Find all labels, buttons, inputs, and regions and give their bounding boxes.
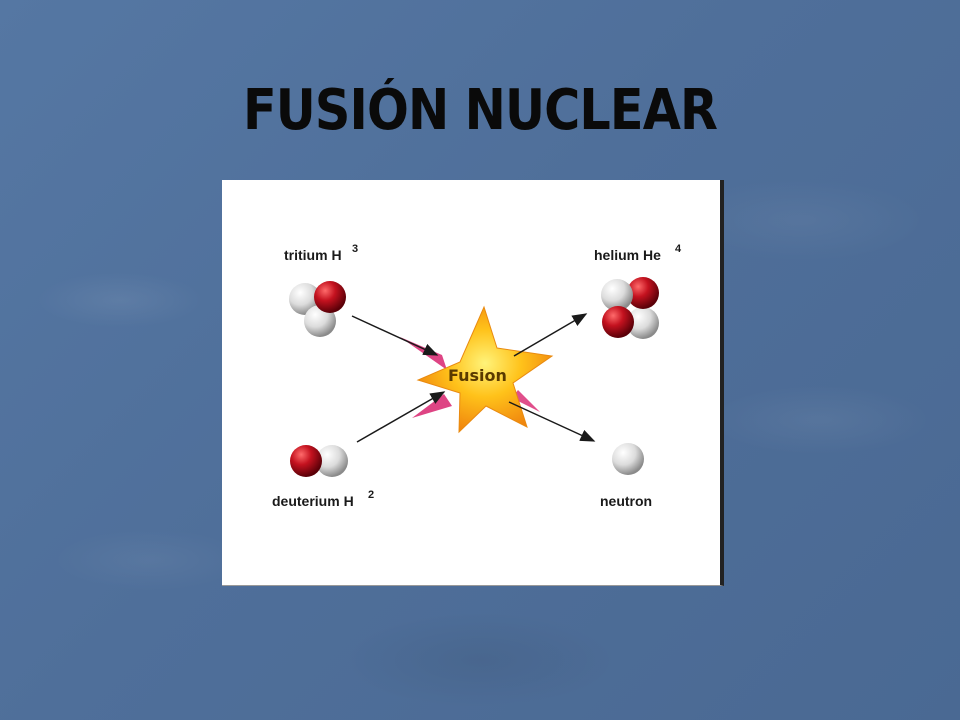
fusion-label: Fusion [448,366,507,385]
deuterium-label: deuterium H [272,493,354,509]
tritium-superscript: 3 [352,243,358,255]
fusion-star [416,305,554,434]
arrow-neutron [508,401,596,442]
fusion-diagram: Fusion tritium H 3 deuterium H 2 helium … [222,180,724,586]
neutron-particle [612,443,644,475]
arrow-deuterium [356,391,446,443]
helium-superscript: 4 [675,243,682,255]
deuterium-superscript: 2 [368,489,374,501]
fusion-diagram-svg: Fusion tritium H 3 deuterium H 2 helium … [272,243,682,509]
neutron-label: neutron [600,493,652,509]
tritium-nucleus [289,281,346,337]
helium-label: helium He [594,247,661,263]
arrow-tritium [351,315,439,356]
arrow-helium [513,313,588,357]
slide-title: FUSIÓN NUCLEAR [242,78,718,143]
deuterium-nucleus [290,445,348,477]
helium-nucleus [601,277,659,339]
tritium-label: tritium H [284,247,342,263]
